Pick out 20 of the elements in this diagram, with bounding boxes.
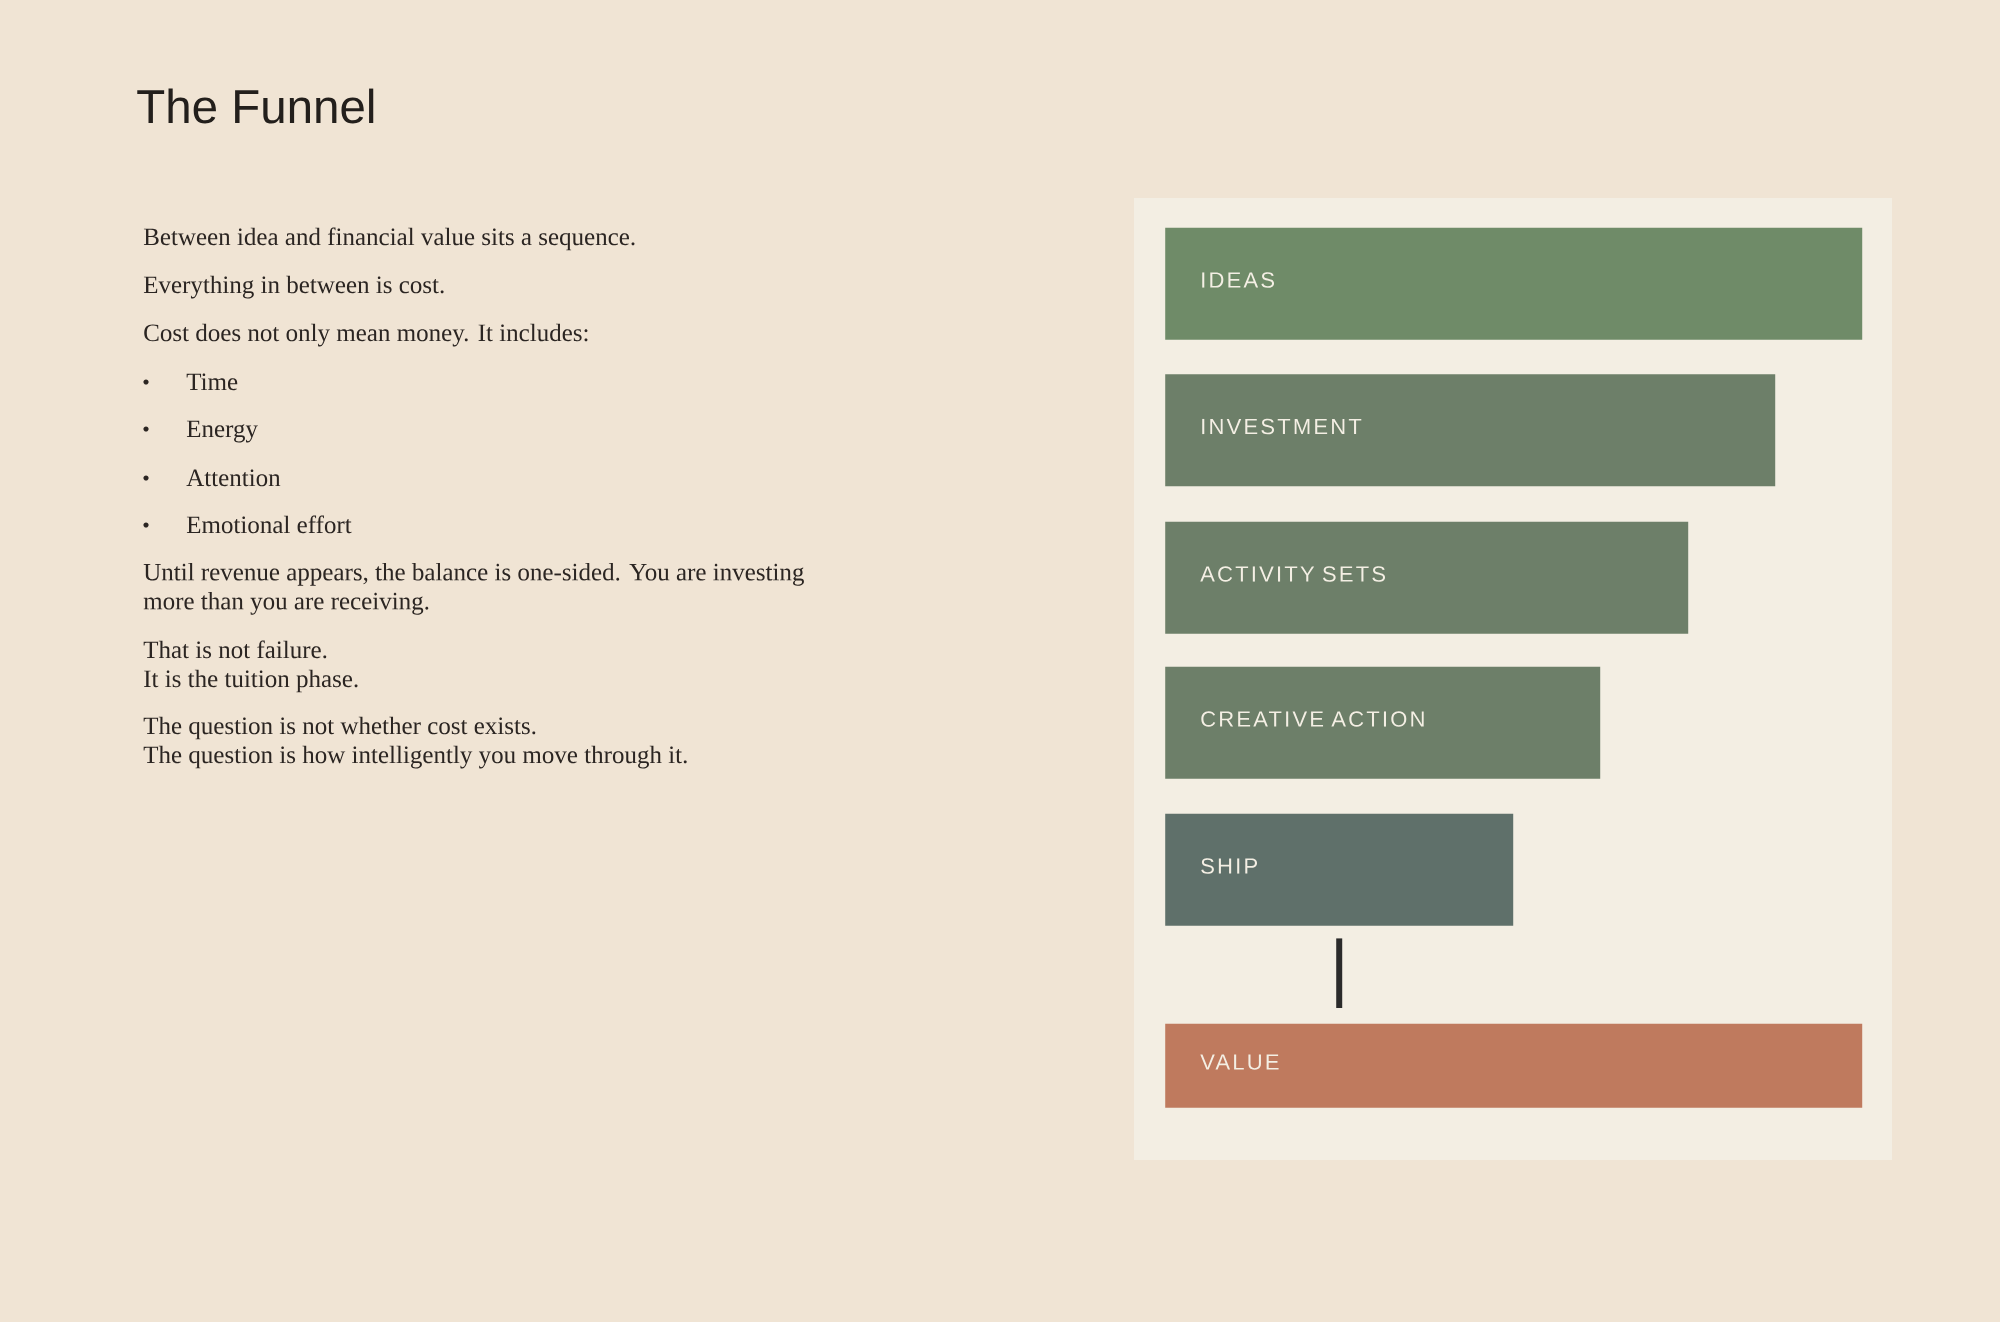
list-item: Emotional effort bbox=[186, 515, 352, 534]
list-item: Energy bbox=[186, 420, 258, 443]
funnel-bar: INVESTMENT bbox=[1165, 374, 1776, 487]
paragraph: It is the tuition phase. bbox=[144, 669, 358, 693]
funnel-bar: IDEAS bbox=[1165, 227, 1863, 340]
paragraph: The question is how intelligently you move through it. bbox=[143, 745, 687, 769]
paragraph: Cost does not only mean money. It includes: bbox=[144, 323, 588, 347]
funnel-bar: ACTIVITY SETS bbox=[1165, 521, 1689, 634]
paragraph: Everything in between is cost. bbox=[143, 275, 444, 299]
title: The Funnel bbox=[137, 88, 374, 124]
list-item: Time bbox=[186, 373, 238, 391]
connector-line bbox=[1336, 938, 1343, 1008]
funnel-bar: CREATIVE ACTION bbox=[1165, 666, 1601, 779]
list-item: Attention bbox=[186, 469, 281, 487]
funnel-bar: SHIP bbox=[1165, 813, 1514, 926]
paragraph: That is not failure. bbox=[143, 640, 327, 659]
paragraph: Until revenue appears, the balance is one-sided. You are investing more than you are receiving. bbox=[143, 563, 804, 615]
paragraph: The question is not whether cost exists. bbox=[143, 716, 536, 740]
funnel-bar: VALUE bbox=[1165, 1023, 1863, 1108]
paragraph: Between idea and financial value sits a sequence. bbox=[143, 227, 635, 251]
